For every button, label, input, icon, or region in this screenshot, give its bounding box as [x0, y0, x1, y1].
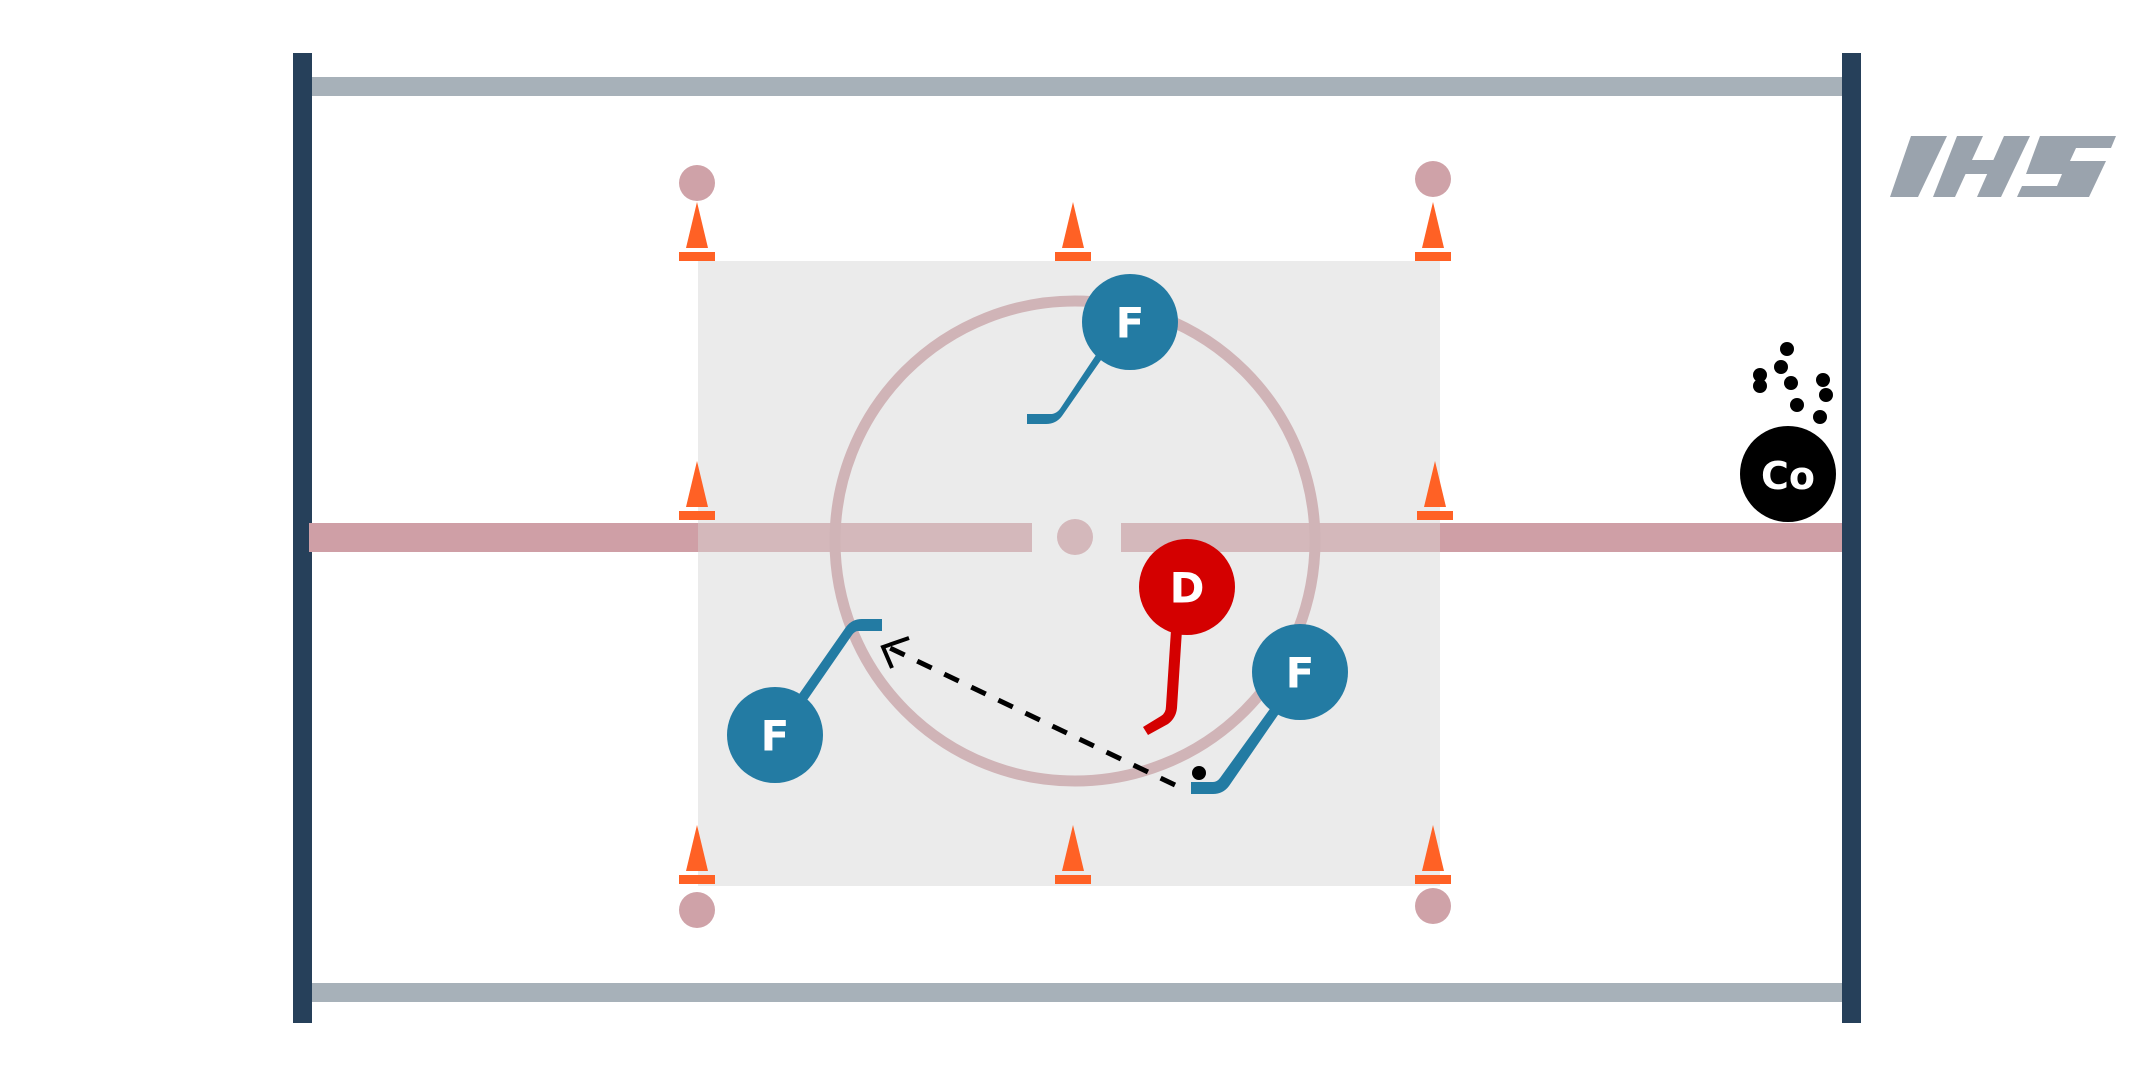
cones-group: [679, 202, 1453, 884]
right-end-board: [1842, 53, 1861, 1023]
cone-mid-right-traffic-cone-icon: [1417, 461, 1453, 520]
ihs-logo-h-right: [1977, 136, 2030, 197]
cone-mid-left-traffic-cone-icon: [679, 461, 715, 520]
defense-player: D: [1139, 539, 1235, 635]
faceoff-dot-top-right: [1415, 161, 1451, 197]
ihs-logo-s: [2017, 136, 2116, 197]
puck-icon: [1192, 766, 1206, 780]
faceoff-dot-bottom-left: [679, 892, 715, 928]
cone-top-right-traffic-cone-icon: [1415, 202, 1451, 261]
defense-stick: [1143, 630, 1182, 735]
cone-top-left-traffic-cone-icon: [679, 202, 715, 261]
ihs-logo-i: [1890, 136, 1947, 197]
faceoff-dot-bottom-right: [1415, 888, 1451, 924]
left-end-board: [293, 53, 312, 1023]
puck-icon: [1780, 342, 1794, 356]
forward-top-label: F: [1116, 299, 1145, 348]
ihs-logo: [1890, 136, 2116, 197]
forward-right-player: F: [1252, 624, 1348, 720]
ihs-logo-h-bar: [1951, 160, 1999, 174]
pass-line: [888, 645, 1177, 788]
coach-circle: [1740, 426, 1836, 522]
faceoff-dot-top-left: [679, 165, 715, 201]
cone-bottom-left-traffic-cone-icon: [679, 825, 715, 884]
coach-label: Co: [1761, 454, 1815, 498]
cone-top-center-traffic-cone-icon: [1055, 202, 1091, 261]
puck-pile: [1753, 342, 1833, 424]
forward-left-player: F: [727, 687, 823, 783]
center-red-line-right: [1440, 523, 1842, 552]
defense-label: D: [1170, 564, 1205, 613]
coach-player: Co: [1740, 426, 1836, 522]
puck-icon: [1784, 376, 1798, 390]
forward-top-player: F: [1082, 274, 1178, 370]
center-faceoff-dot: [1057, 519, 1093, 555]
forward-left-label: F: [761, 712, 790, 761]
forward-right-label: F: [1286, 649, 1315, 698]
forward-left-circle: [727, 687, 823, 783]
cone-bottom-center-traffic-cone-icon: [1055, 825, 1091, 884]
puck-icon: [1816, 373, 1830, 387]
puck-icon: [1753, 368, 1767, 382]
forward-right-stick: [1191, 706, 1280, 794]
puck-icon: [1774, 360, 1788, 374]
center-red-line-left: [309, 523, 698, 552]
pass-arrowhead-icon: [880, 636, 910, 669]
forward-left-stick: [795, 619, 882, 706]
forward-top-circle: [1082, 274, 1178, 370]
center-red-line-zone-left: [698, 523, 1032, 552]
puck-icon: [1813, 410, 1827, 424]
puck-icon: [1790, 398, 1804, 412]
bottom-board-line: [309, 983, 1845, 1002]
puck-icon: [1753, 379, 1767, 393]
puck-icon: [1819, 388, 1833, 402]
center-faceoff-circle: [829, 295, 1321, 787]
cone-bottom-right-traffic-cone-icon: [1415, 825, 1451, 884]
forward-right-circle: [1252, 624, 1348, 720]
defense-circle: [1139, 539, 1235, 635]
drill-zone-area: [698, 261, 1440, 886]
top-board-line: [309, 77, 1845, 96]
